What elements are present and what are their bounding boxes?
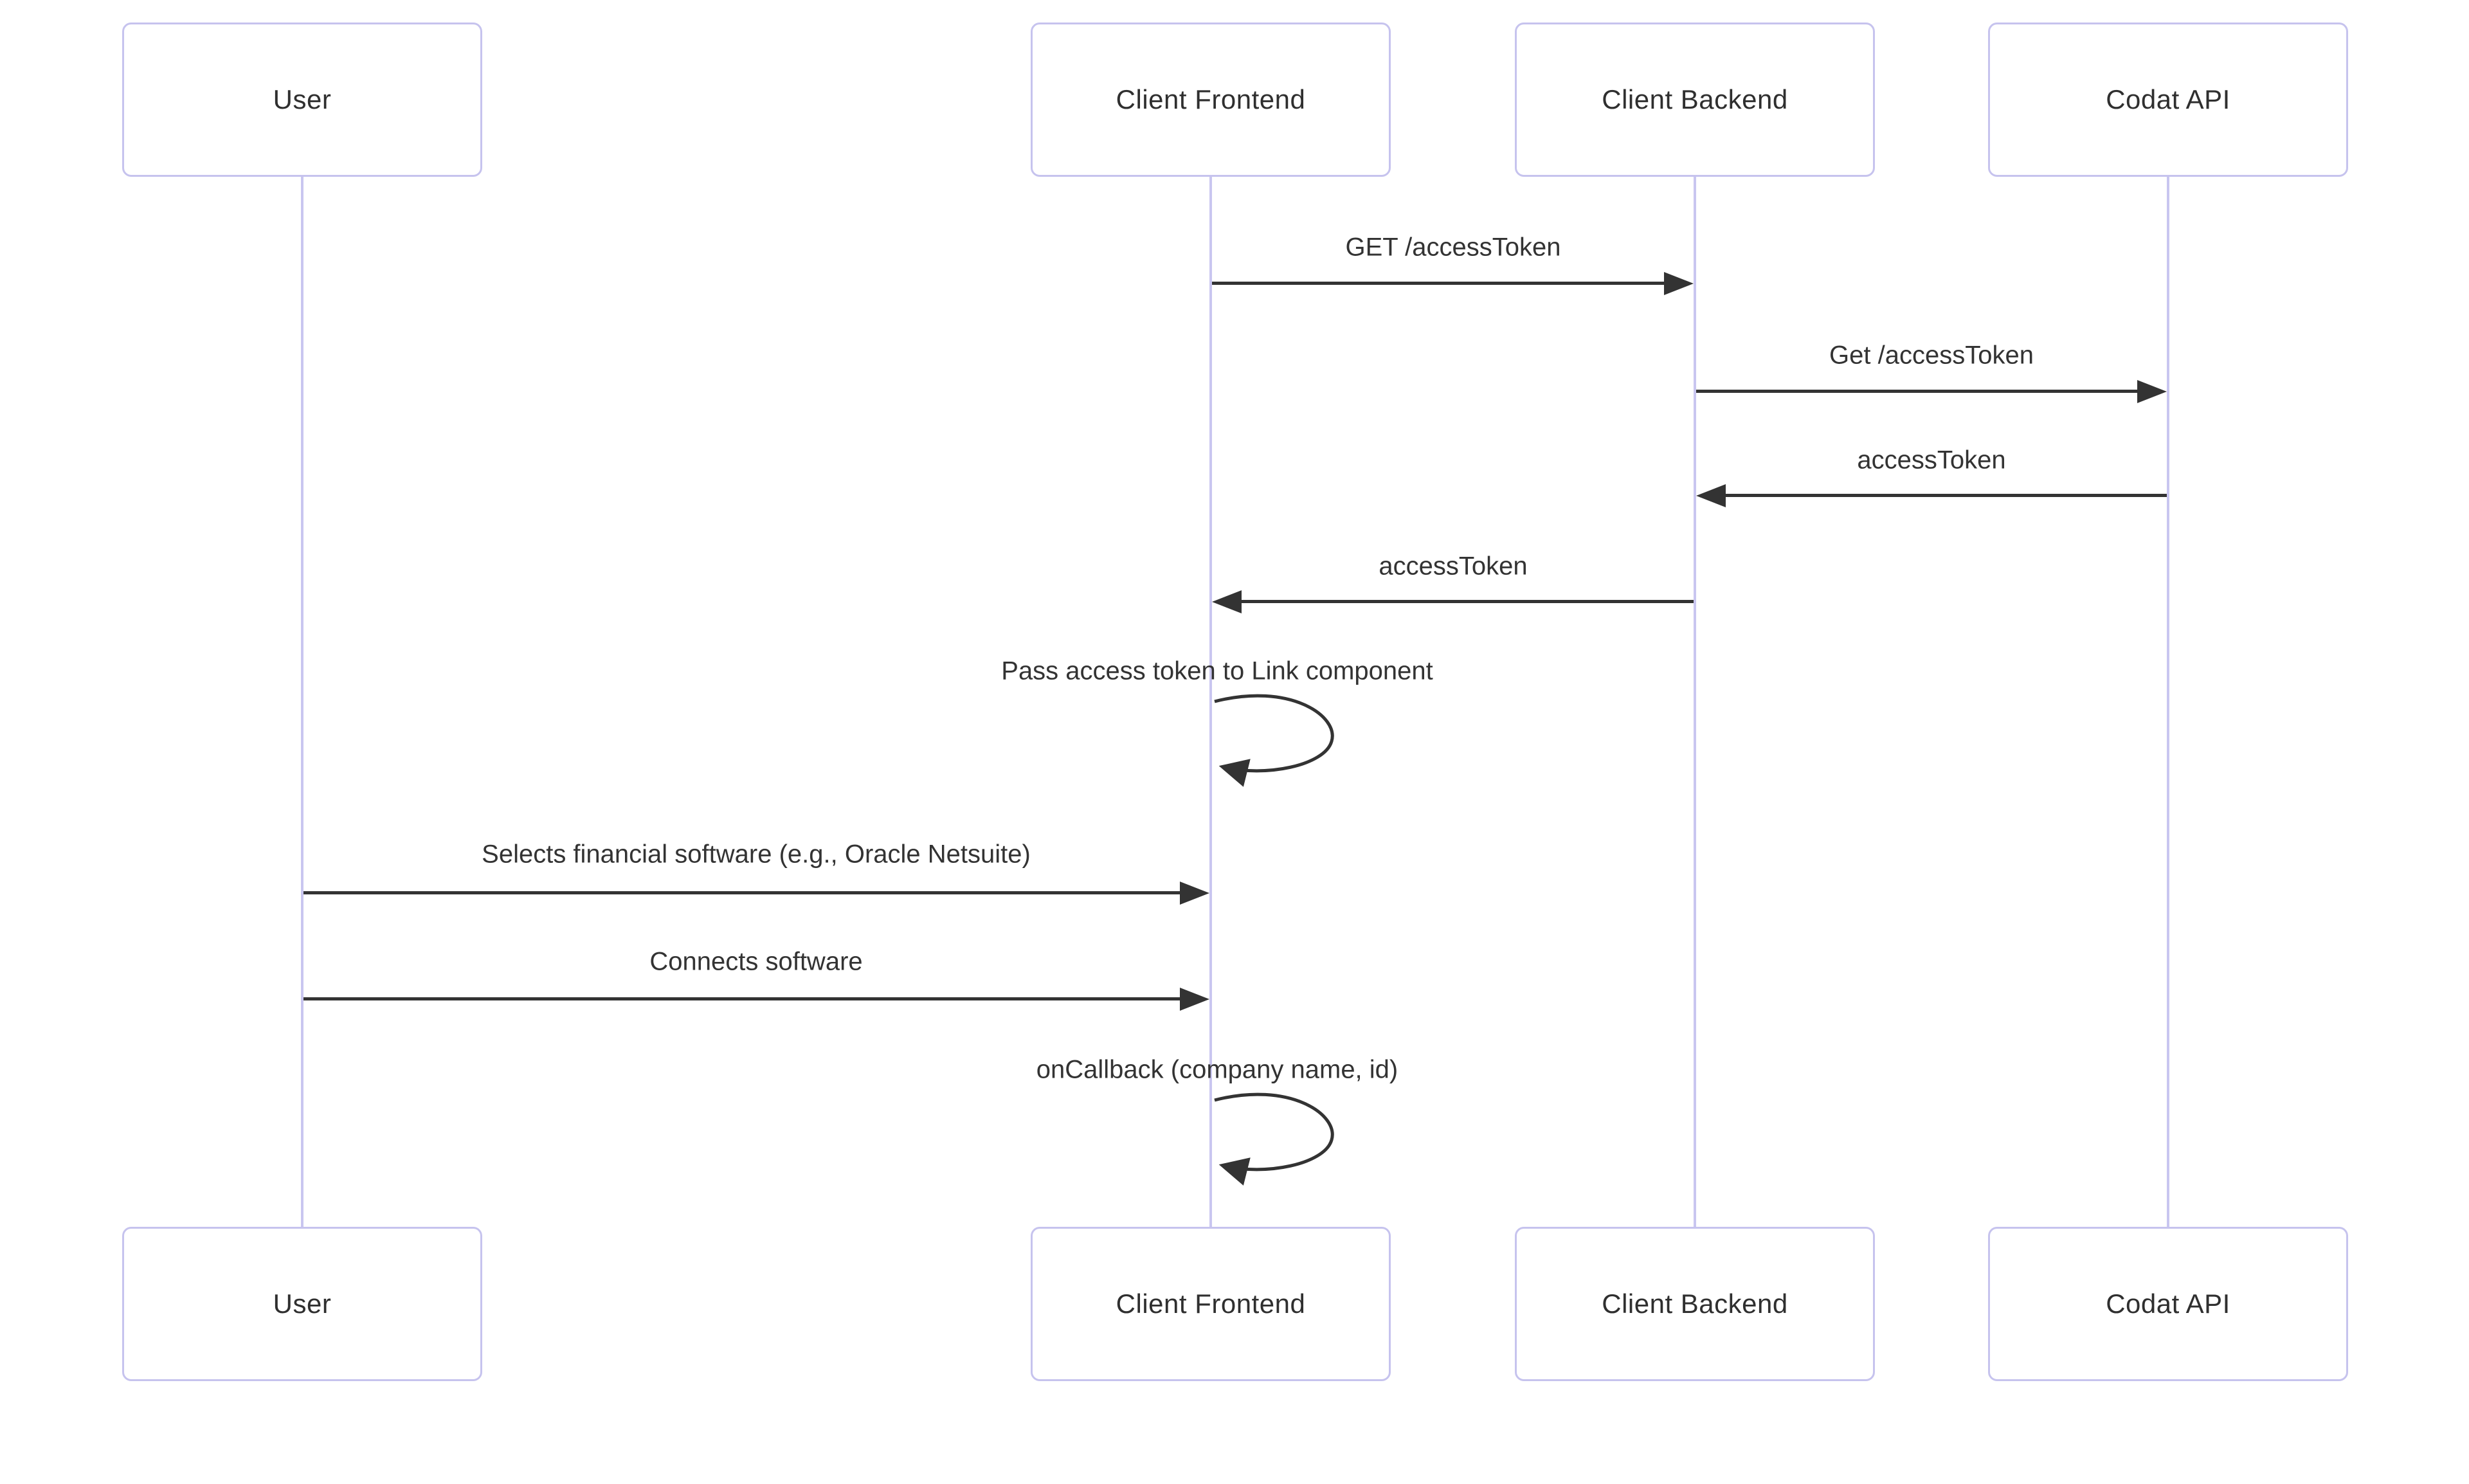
message-label-accesstoken-to-frontend: accessToken bbox=[1379, 552, 1528, 581]
arrowhead-left-icon bbox=[1696, 484, 1726, 507]
message-label-get-accesstoken: GET /accessToken bbox=[1345, 233, 1561, 262]
message-label-get-accesstoken-backend: Get /accessToken bbox=[1829, 341, 2034, 370]
self-loop-arrow bbox=[1214, 1092, 1334, 1186]
message-label-oncallback: onCallback (company name, id) bbox=[1036, 1055, 1398, 1084]
actor-box-codat-api-top: Codat API bbox=[1988, 23, 2348, 177]
lifeline-user bbox=[301, 176, 303, 1230]
lifeline-client-frontend bbox=[1209, 176, 1212, 1230]
arrowhead-right-icon bbox=[2137, 380, 2167, 403]
actor-box-codat-api-bottom: Codat API bbox=[1988, 1227, 2348, 1381]
message-line bbox=[303, 891, 1180, 894]
self-loop-arrow bbox=[1214, 694, 1334, 787]
message-label-pass-access-token: Pass access token to Link component bbox=[1001, 656, 1433, 685]
actor-box-user-top: User bbox=[122, 23, 482, 177]
actor-label: Codat API bbox=[2106, 1289, 2230, 1319]
message-line bbox=[1726, 494, 2167, 497]
actor-label: Client Backend bbox=[1602, 84, 1788, 114]
actor-label: Client Frontend bbox=[1116, 1289, 1306, 1319]
actor-label: Client Frontend bbox=[1116, 84, 1306, 114]
message-line bbox=[303, 997, 1180, 1000]
message-line bbox=[1242, 600, 1694, 603]
message-label-accesstoken-return: accessToken bbox=[1857, 446, 2006, 475]
actor-box-user-bottom: User bbox=[122, 1227, 482, 1381]
message-label-connects-software: Connects software bbox=[649, 947, 863, 976]
arrowhead-left-icon bbox=[1212, 590, 1242, 613]
actor-label: Client Backend bbox=[1602, 1289, 1788, 1319]
actor-label: User bbox=[273, 84, 332, 114]
message-label-selects-software: Selects financial software (e.g., Oracle… bbox=[482, 840, 1031, 869]
actor-box-client-frontend-bottom: Client Frontend bbox=[1031, 1227, 1391, 1381]
actor-box-client-frontend-top: Client Frontend bbox=[1031, 23, 1391, 177]
arrowhead-right-icon bbox=[1180, 988, 1209, 1011]
lifeline-codat-api bbox=[2167, 176, 2169, 1230]
arrowhead-right-icon bbox=[1180, 882, 1209, 905]
message-line bbox=[1212, 282, 1664, 285]
arrowhead-right-icon bbox=[1664, 272, 1694, 295]
actor-box-client-backend-top: Client Backend bbox=[1515, 23, 1875, 177]
actor-label: User bbox=[273, 1289, 332, 1319]
message-line bbox=[1696, 390, 2137, 393]
lifeline-client-backend bbox=[1694, 176, 1696, 1230]
actor-label: Codat API bbox=[2106, 84, 2230, 114]
actor-box-client-backend-bottom: Client Backend bbox=[1515, 1227, 1875, 1381]
